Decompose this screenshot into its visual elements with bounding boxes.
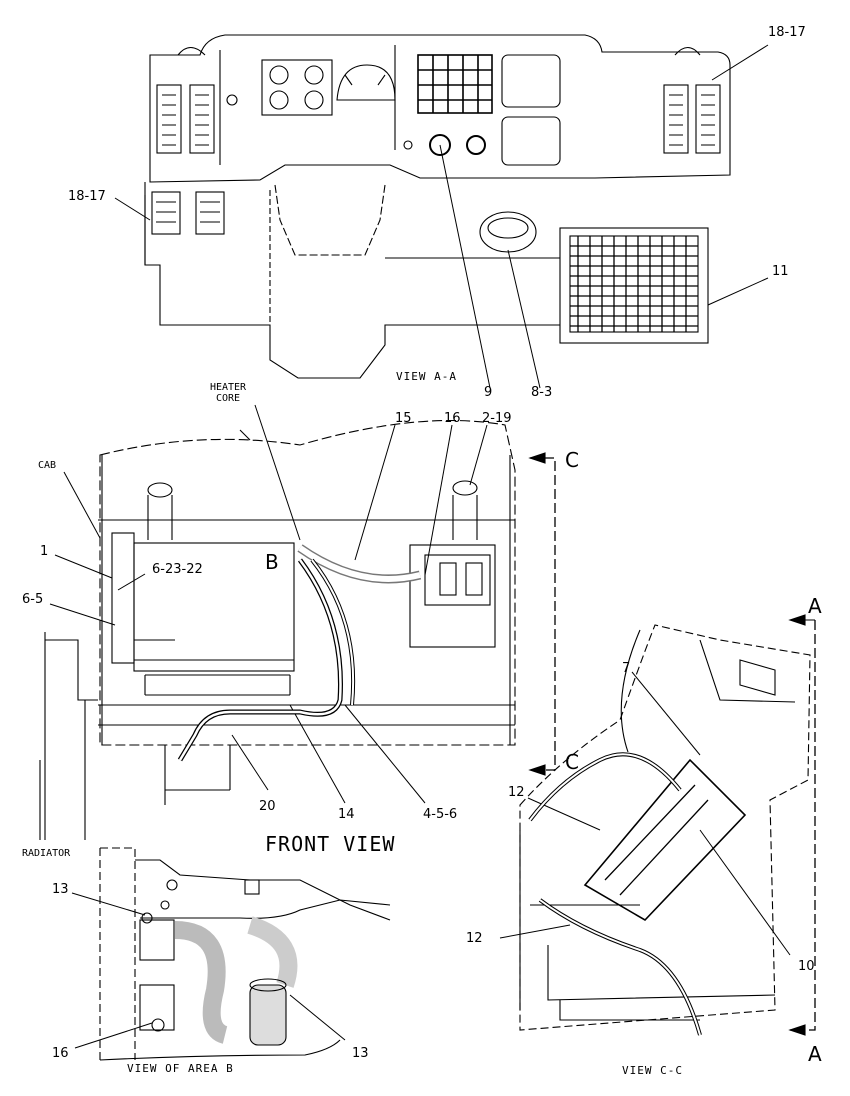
callout-10: 10 [798,959,815,974]
callout-13-top: 13 [52,882,69,897]
callout-9: 9 [484,385,493,400]
view-c-caption: VIEW C-C [622,1064,683,1077]
callout-1: 1 [40,544,49,559]
callout-16-area-b: 16 [52,1046,69,1061]
callout-2-19: 2-19 [482,411,512,426]
section-c-bottom: C [565,750,579,774]
callout-6-23-22: 6-23-22 [152,562,203,577]
section-c-top: C [565,448,579,472]
callout-16-front: 16 [444,411,461,426]
callout-20: 20 [259,799,276,814]
view-a-caption: VIEW A-A [396,370,457,383]
area-b-marker: B [265,550,279,574]
view-a-dashboard-drawing [144,34,731,379]
heater-core-label-line2: CORE [215,393,241,404]
callout-7: 7 [622,661,631,676]
callout-13-bottom: 13 [352,1046,369,1061]
callout-18-17-left: 18-17 [68,189,106,204]
callout-18-17-top: 18-17 [768,25,806,40]
section-a-top: A [808,594,822,618]
view-c-drawing [519,614,816,1036]
callout-4-5-6: 4-5-6 [423,807,458,822]
cab-label: CAB [38,460,57,471]
callout-8-3: 8-3 [531,385,553,400]
section-a-bottom: A [808,1042,822,1066]
callout-14: 14 [338,807,355,822]
area-b-caption: VIEW OF AREA B [127,1062,234,1075]
front-view-drawing [39,420,556,840]
area-b-drawing [99,847,391,1061]
heater-core-label: HEATER CORE [200,382,256,404]
heater-core-label-line1: HEATER [209,382,247,393]
callout-11: 11 [772,264,789,279]
callout-15: 15 [395,411,412,426]
callout-12-bottom: 12 [466,931,483,946]
callout-12-top: 12 [508,785,525,800]
callout-6-5: 6-5 [22,592,44,607]
front-view-caption: FRONT VIEW [265,832,396,856]
radiator-label: RADIATOR [22,848,71,859]
